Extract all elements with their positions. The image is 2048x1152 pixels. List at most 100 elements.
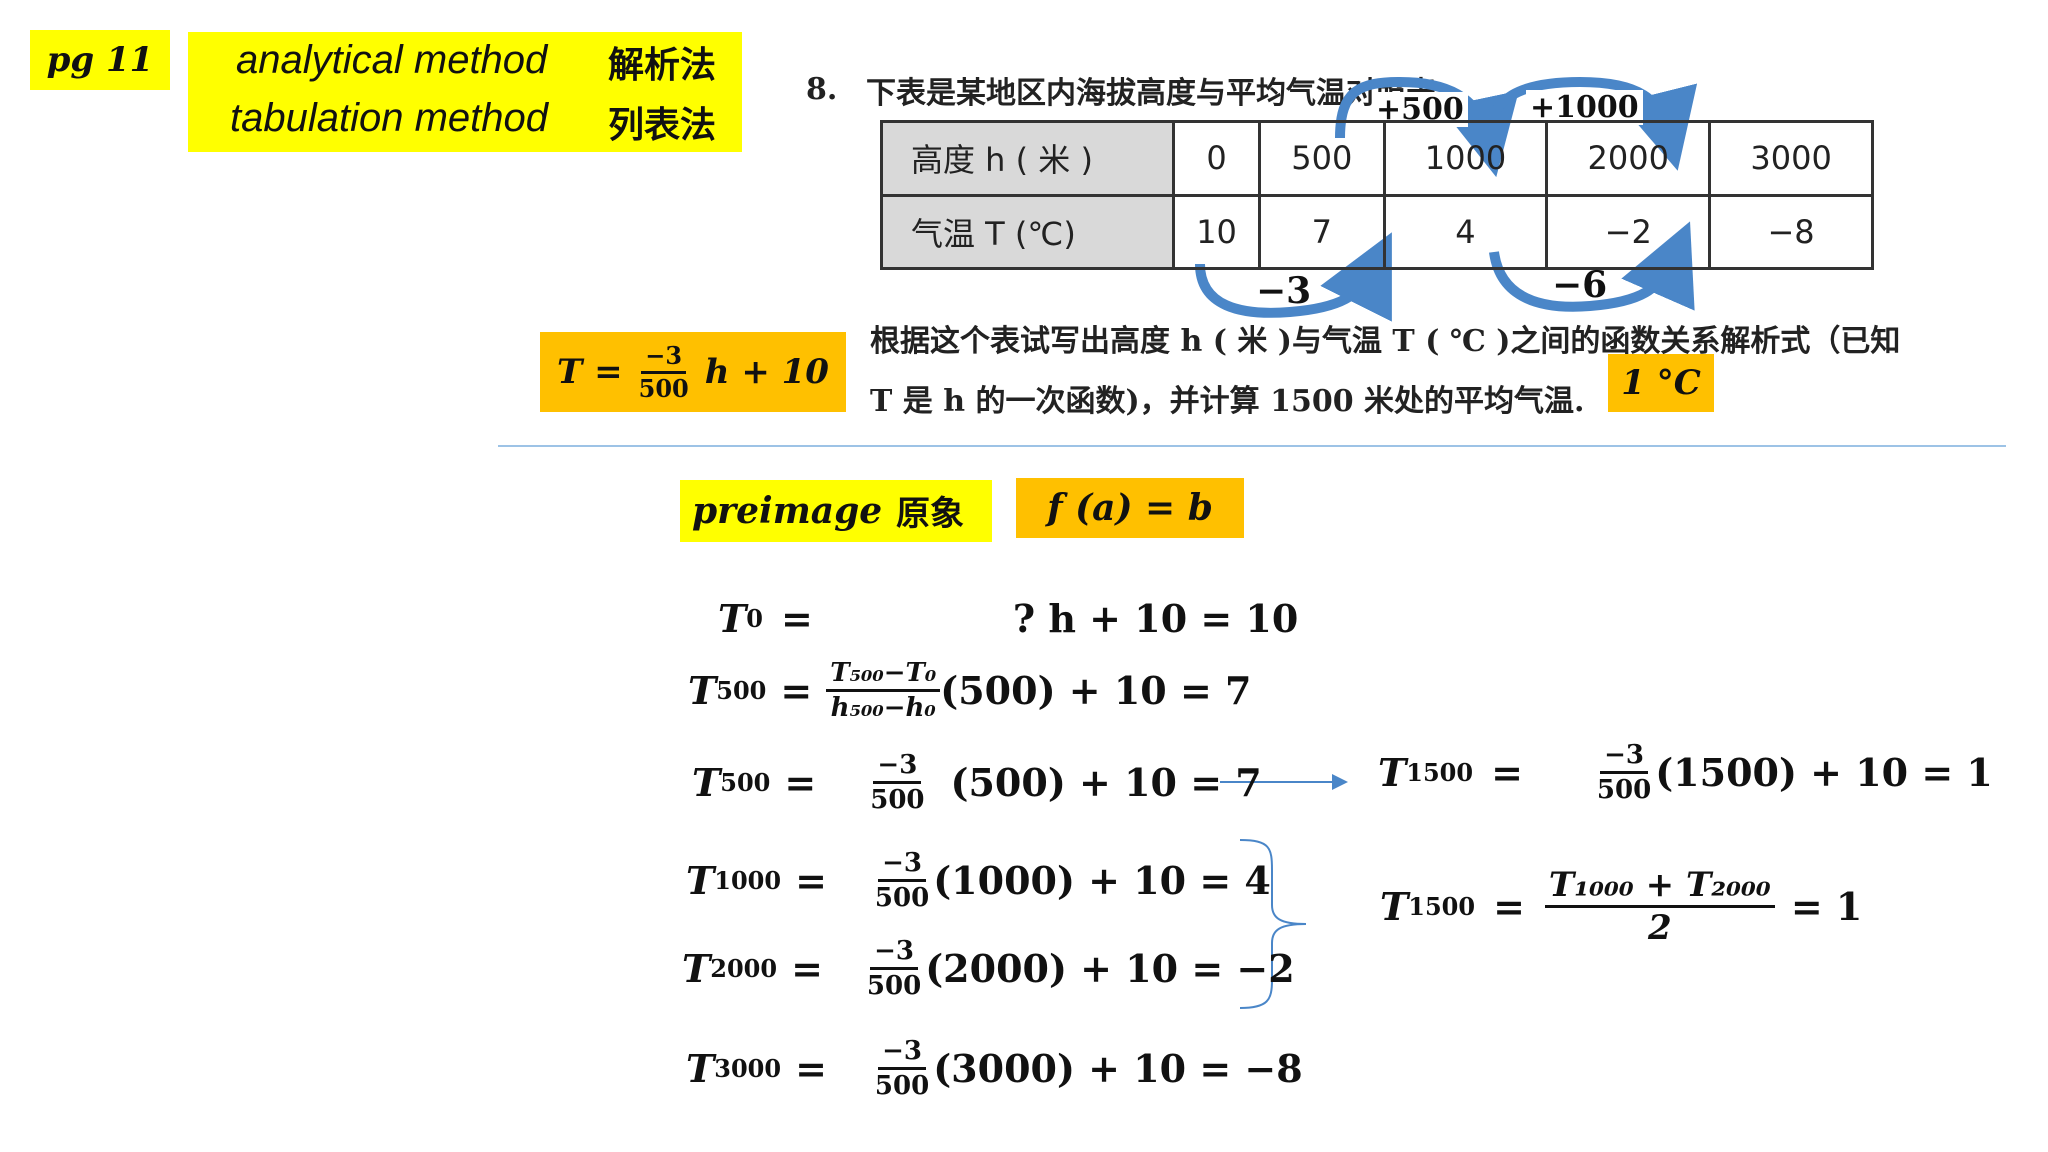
fraction-numerator: −3 xyxy=(873,752,922,784)
t1500a-rhs: (1500) + 10 = 1 xyxy=(1655,750,1993,795)
analytical-method-label: analytical method xyxy=(236,38,548,82)
problem-body-line-2: T 是 h 的一次函数)，并计算 1500 米处的平均气温. xyxy=(870,384,1585,419)
t1500a-subscript: 1500 xyxy=(1406,758,1474,787)
average-fraction: T₁₀₀₀ + T₂₀₀₀ 2 xyxy=(1544,868,1775,948)
t500b-equals: = xyxy=(784,760,817,805)
t3000-symbol: T xyxy=(686,1046,715,1091)
minus-3-arrow xyxy=(1195,232,1392,322)
temp-cell: 4 xyxy=(1382,193,1549,270)
formula-lhs: T = xyxy=(557,352,623,392)
plus-1000-label: +1000 xyxy=(1526,90,1643,125)
t500b-subscript: 500 xyxy=(720,768,771,797)
preimage-label: preimage xyxy=(692,490,883,532)
fraction-denominator: 500 xyxy=(1596,775,1652,805)
preimage-cn-label: 原象 xyxy=(896,494,964,534)
fraction-denominator: 500 xyxy=(874,1071,930,1101)
t1000-fraction: −3 500 xyxy=(871,850,933,911)
preimage-tag: preimage 原象 xyxy=(680,480,992,542)
fraction-numerator: −3 xyxy=(878,1038,926,1070)
t500b-rhs: (500) + 10 = 7 xyxy=(950,760,1262,805)
t500a-equals: = xyxy=(780,668,813,713)
page-number-text: pg 11 xyxy=(46,40,154,80)
t0-equals: = xyxy=(780,596,813,641)
t1500a-fraction: −3 500 xyxy=(1593,742,1655,803)
t2000-fraction: −3 500 xyxy=(863,938,925,999)
plus-500-arrow xyxy=(1335,76,1519,178)
formula-denominator: 500 xyxy=(638,373,689,403)
t1500b-symbol: T xyxy=(1380,884,1409,929)
slope-denominator: h₅₀₀−h₀ xyxy=(830,693,936,723)
height-cell: 500 xyxy=(1258,120,1386,197)
t2000-subscript: 2000 xyxy=(710,954,778,983)
problem-body-line-1: 根据这个表试写出高度 h ( 米 )与气温 T ( ℃ )之间的函数关系解析式（… xyxy=(870,324,1901,359)
t0-subscript: 0 xyxy=(746,604,763,633)
row-header-temperature: 气温 T (℃) xyxy=(880,193,1175,270)
t2000-symbol: T xyxy=(682,946,711,991)
t500b-fraction: −3 500 xyxy=(866,752,928,813)
fraction-denominator: 500 xyxy=(866,971,922,1001)
tabulation-method-label: tabulation method xyxy=(230,96,549,140)
analytical-method-cn: 解析法 xyxy=(608,45,717,86)
t1500b-subscript: 1500 xyxy=(1408,892,1476,921)
methods-tag: analytical method tabulation method 解析法 … xyxy=(188,32,742,152)
average-numerator: T₁₀₀₀ + T₂₀₀₀ xyxy=(1544,868,1775,908)
height-cell: 3000 xyxy=(1708,120,1874,197)
t500a-symbol: T xyxy=(688,668,717,713)
fraction-denominator: 500 xyxy=(870,785,925,815)
tabulation-method-cn: 列表法 xyxy=(608,105,717,146)
altitude-temperature-table: 高度 h ( 米 ) 0 500 1000 2000 3000 气温 T (℃)… xyxy=(880,120,1874,270)
answer-tag: 1 °C xyxy=(1608,354,1714,412)
height-cell: 0 xyxy=(1171,120,1262,197)
fraction-numerator: −3 xyxy=(870,938,918,970)
function-definition-text: f (a) = b xyxy=(1047,487,1213,529)
height-cell: 1000 xyxy=(1382,120,1549,197)
temp-cell: 7 xyxy=(1258,193,1386,270)
t2000-rhs: (2000) + 10 = −2 xyxy=(925,946,1295,991)
table-row: 气温 T (℃) 10 7 4 −2 −8 xyxy=(880,193,1874,270)
t0-symbol: T xyxy=(718,596,747,641)
table-row: 高度 h ( 米 ) 0 500 1000 2000 3000 xyxy=(880,120,1874,197)
formula-rhs: h + 10 xyxy=(704,352,829,392)
t3000-fraction: −3 500 xyxy=(871,1038,933,1099)
page-number-tag: pg 11 xyxy=(30,30,170,90)
right-brace xyxy=(1239,839,1307,1009)
t1000-symbol: T xyxy=(686,858,715,903)
fraction-denominator: 500 xyxy=(874,883,930,913)
t0-rhs: ? h + 10 = 10 xyxy=(1012,596,1299,641)
function-definition-tag: f (a) = b xyxy=(1016,478,1244,538)
linear-formula-tag: T = −3 500 h + 10 xyxy=(540,332,846,412)
fraction-numerator: −3 xyxy=(878,850,926,882)
slope-fraction: T₅₀₀−T₀ h₅₀₀−h₀ xyxy=(826,660,941,723)
average-rhs: = 1 xyxy=(1790,884,1863,929)
answer-text: 1 °C xyxy=(1621,363,1701,403)
temp-cell: 10 xyxy=(1171,193,1262,270)
formula-fraction: −3 500 xyxy=(635,343,693,403)
slope-numerator: T₅₀₀−T₀ xyxy=(826,660,941,692)
t1500b-equals: = xyxy=(1493,884,1525,929)
t3000-subscript: 3000 xyxy=(714,1054,782,1083)
temp-cell: −8 xyxy=(1708,193,1874,270)
row-header-height: 高度 h ( 米 ) xyxy=(880,120,1175,197)
height-cell: 2000 xyxy=(1545,120,1712,197)
t1000-subscript: 1000 xyxy=(714,866,782,895)
t3000-rhs: (3000) + 10 = −8 xyxy=(933,1046,1303,1091)
average-denominator: 2 xyxy=(1648,908,1672,948)
minus-6-arrow xyxy=(1489,221,1695,312)
temp-cell: −2 xyxy=(1545,193,1712,270)
t1000-equals: = xyxy=(795,858,827,903)
fraction-numerator: −3 xyxy=(1600,742,1648,774)
formula-numerator: −3 xyxy=(641,343,687,374)
t1000-rhs: (1000) + 10 = 4 xyxy=(933,858,1271,903)
t2000-equals: = xyxy=(791,946,823,991)
minus-6-label: −6 xyxy=(1552,264,1608,306)
t1500a-equals: = xyxy=(1491,750,1523,795)
t1500a-symbol: T xyxy=(1378,750,1407,795)
